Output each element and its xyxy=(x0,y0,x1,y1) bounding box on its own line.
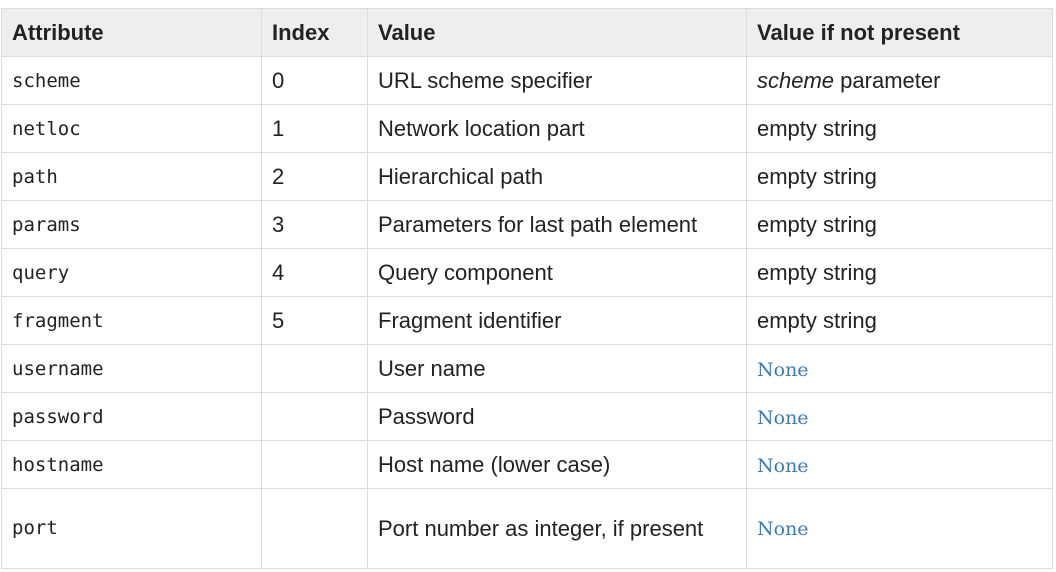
cell-value: Host name (lower case) xyxy=(367,440,747,489)
cell-default: None xyxy=(746,392,1053,441)
cell-attribute: password xyxy=(1,392,262,441)
cell-index: 1 xyxy=(261,104,368,153)
cell-index xyxy=(261,392,368,441)
cell-default: empty string xyxy=(746,152,1053,201)
none-link[interactable]: None xyxy=(757,406,809,429)
table-row: port Port number as integer, if present … xyxy=(1,488,1053,569)
cell-attribute: username xyxy=(1,344,262,393)
none-link[interactable]: None xyxy=(757,454,809,477)
cell-index: 4 xyxy=(261,248,368,297)
cell-index xyxy=(261,440,368,489)
cell-default: empty string xyxy=(746,248,1053,297)
none-link[interactable]: None xyxy=(757,518,809,540)
table-row: password Password None xyxy=(1,392,1053,441)
cell-default: None xyxy=(746,440,1053,489)
cell-default: None xyxy=(746,344,1053,393)
table-row: hostname Host name (lower case) None xyxy=(1,440,1053,489)
cell-attribute: query xyxy=(1,248,262,297)
none-link[interactable]: None xyxy=(757,358,809,381)
cell-default: empty string xyxy=(746,200,1053,249)
scheme-param-rest: parameter xyxy=(834,67,941,93)
table-row: scheme 0 URL scheme specifier scheme par… xyxy=(1,56,1053,105)
header-value: Value xyxy=(367,8,747,57)
cell-default: empty string xyxy=(746,104,1053,153)
cell-index: 5 xyxy=(261,296,368,345)
cell-value: Hierarchical path xyxy=(367,152,747,201)
cell-index: 3 xyxy=(261,200,368,249)
table-row: query 4 Query component empty string xyxy=(1,248,1053,297)
cell-attribute: hostname xyxy=(1,440,262,489)
cell-attribute: fragment xyxy=(1,296,262,345)
cell-index xyxy=(261,344,368,393)
table-row: path 2 Hierarchical path empty string xyxy=(1,152,1053,201)
cell-attribute: port xyxy=(1,488,262,569)
cell-attribute: scheme xyxy=(1,56,262,105)
cell-default: None xyxy=(746,488,1053,569)
cell-attribute: params xyxy=(1,200,262,249)
cell-index: 0 xyxy=(261,56,368,105)
header-index: Index xyxy=(261,8,368,57)
table-row: netloc 1 Network location part empty str… xyxy=(1,104,1053,153)
cell-index: 2 xyxy=(261,152,368,201)
table-header-row: Attribute Index Value Value if not prese… xyxy=(1,8,1053,57)
table-row: username User name None xyxy=(1,344,1053,393)
cell-value: Password xyxy=(367,392,747,441)
cell-value: Network location part xyxy=(367,104,747,153)
header-attribute: Attribute xyxy=(1,8,262,57)
header-value-if-not-present: Value if not present xyxy=(746,8,1053,57)
cell-value: User name xyxy=(367,344,747,393)
cell-default: empty string xyxy=(746,296,1053,345)
cell-value: Fragment identifier xyxy=(367,296,747,345)
table-row: params 3 Parameters for last path elemen… xyxy=(1,200,1053,249)
cell-value: URL scheme specifier xyxy=(367,56,747,105)
cell-value: Parameters for last path element xyxy=(367,200,747,249)
cell-attribute: path xyxy=(1,152,262,201)
cell-attribute: netloc xyxy=(1,104,262,153)
cell-value: Port number as integer, if present xyxy=(367,488,747,569)
cell-default: scheme parameter xyxy=(746,56,1053,105)
cell-index xyxy=(261,488,368,569)
scheme-param-em: scheme xyxy=(757,67,835,93)
urlparse-attributes-table: Attribute Index Value Value if not prese… xyxy=(1,8,1053,569)
table-row: fragment 5 Fragment identifier empty str… xyxy=(1,296,1053,345)
cell-value: Query component xyxy=(367,248,747,297)
